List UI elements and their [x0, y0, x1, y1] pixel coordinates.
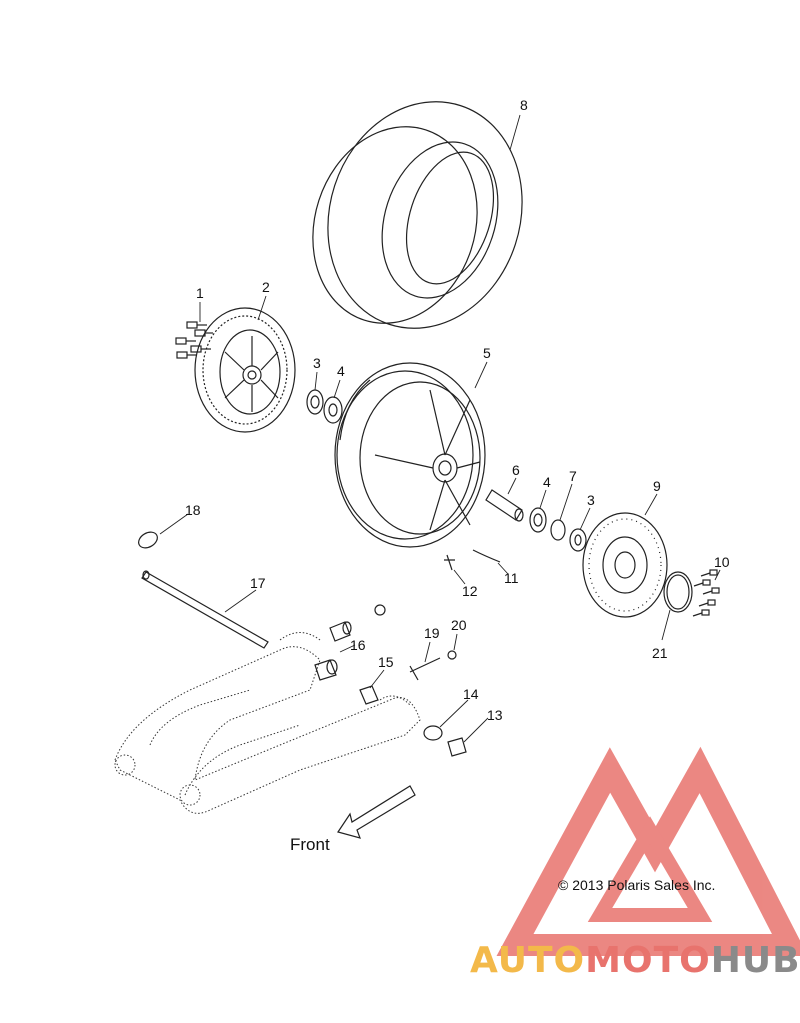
front-arrow	[337, 785, 416, 839]
callout-2: 2	[262, 279, 270, 295]
leader-lines	[159, 114, 721, 743]
watermark-hub: HUB	[711, 940, 800, 981]
callout-9: 9	[653, 478, 661, 494]
bolts-part	[175, 321, 213, 359]
watermark-logo	[496, 746, 800, 956]
callout-1: 1	[196, 285, 204, 301]
ring-part	[663, 571, 693, 613]
copyright-text: © 2013 Polaris Sales Inc.	[558, 877, 715, 893]
seal-bearing-right	[529, 507, 587, 552]
callout-3b: 3	[587, 492, 595, 508]
spacer-part	[485, 489, 524, 522]
callout-17: 17	[250, 575, 266, 591]
callout-10: 10	[714, 554, 730, 570]
wheel-part	[334, 362, 486, 548]
callout-15: 15	[378, 654, 394, 670]
callout-11: 11	[504, 570, 519, 586]
callout-19: 19	[424, 625, 440, 641]
callout-3: 3	[313, 355, 321, 371]
callout-6: 6	[512, 462, 520, 478]
pulley-part	[194, 307, 296, 433]
callout-13: 13	[487, 707, 503, 723]
callout-labels: 1 2 3 4 5 6 4 7 3 9 8 10 11 12 17 18 19 …	[185, 97, 730, 723]
callout-8: 8	[520, 97, 528, 113]
callout-18: 18	[185, 502, 201, 518]
callout-7: 7	[569, 468, 577, 484]
adjuster-plate	[138, 531, 158, 549]
watermark-moto: MOTO	[585, 940, 711, 981]
front-label: Front	[290, 835, 330, 854]
callout-20: 20	[451, 617, 467, 633]
washer-nut	[423, 725, 467, 757]
seal-bearing-left	[306, 389, 343, 424]
watermark-auto: AUTO	[470, 940, 585, 981]
brake-disc-part	[582, 512, 668, 618]
callout-4: 4	[337, 363, 345, 379]
bushings-part	[314, 604, 457, 705]
tire-part	[312, 101, 523, 329]
watermark-text: AUTOMOTOHUB	[470, 940, 800, 981]
swingarm-part	[114, 632, 421, 814]
axle-part	[141, 570, 269, 649]
callout-16: 16	[350, 637, 366, 653]
callout-14: 14	[463, 686, 479, 702]
callout-21: 21	[652, 645, 668, 661]
callout-12: 12	[462, 583, 478, 599]
callout-4b: 4	[543, 474, 551, 490]
callout-5: 5	[483, 345, 491, 361]
disc-bolts	[692, 569, 720, 617]
valve-clip	[444, 549, 501, 571]
